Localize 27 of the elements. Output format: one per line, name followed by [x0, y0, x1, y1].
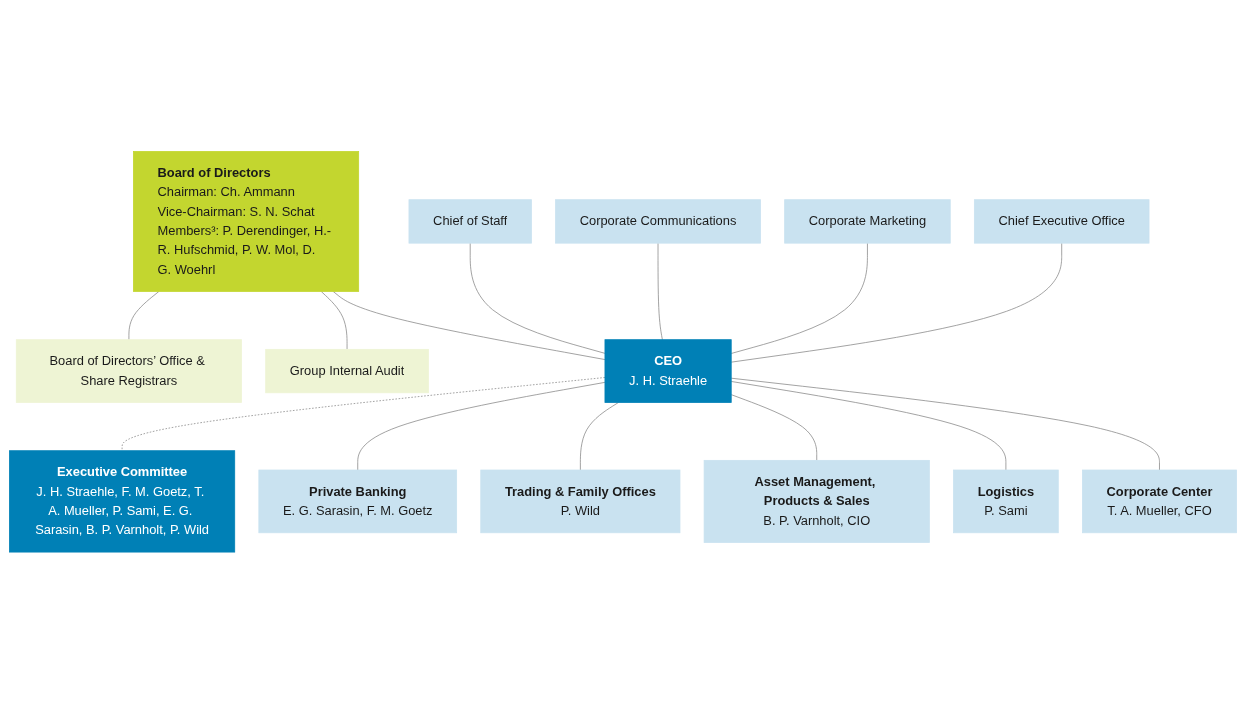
- connector: [730, 243, 868, 355]
- connector: [356, 382, 605, 471]
- connector: [469, 243, 605, 354]
- node-box: Board of Directors Chairman: Ch. Ammann Vice-Chairman: S. N. Schat Members³: P. Derendinger, H.-R. Hufschmid, P. W. Mol, D. G. Woehrl: [132, 151, 359, 293]
- node-box: Board of Directors’ Office & Share Registrars: [15, 339, 242, 404]
- node-box: Chief Executive Office: [973, 199, 1149, 244]
- node-box: CEO J. H. Straehle: [604, 339, 732, 404]
- connector: [730, 381, 1006, 471]
- connector: [730, 378, 1160, 471]
- node-box: Group Internal Audit: [264, 349, 429, 394]
- connector: [657, 243, 663, 341]
- connector: [730, 394, 817, 461]
- node-box: Asset Management, Products & Sales B. P. Varnholt, CIO: [703, 460, 930, 544]
- node-box: Corporate Marketing: [783, 199, 951, 244]
- node-box: Trading & Family Offices P. Wild: [479, 469, 680, 534]
- connector: [320, 291, 347, 350]
- node-box: Logistics P. Sami: [952, 469, 1059, 534]
- connector: [332, 291, 605, 361]
- node-box: Corporate Center T. A. Mueller, CFO: [1081, 469, 1237, 534]
- node-box: Corporate Communications: [554, 199, 761, 244]
- connector: [730, 243, 1062, 363]
- connector: [121, 377, 605, 452]
- node-box: Executive Committee J. H. Straehle, F. M. Goetz, T. A. Mueller, P. Sami, E. G. Sarasin, B. P. Varnholt, P. Wild: [8, 450, 235, 553]
- connector: [128, 291, 159, 341]
- connector: [579, 402, 619, 471]
- node-box: Chief of Staff: [408, 199, 532, 244]
- node-box: Private Banking E. G. Sarasin, F. M. Goetz: [257, 469, 457, 534]
